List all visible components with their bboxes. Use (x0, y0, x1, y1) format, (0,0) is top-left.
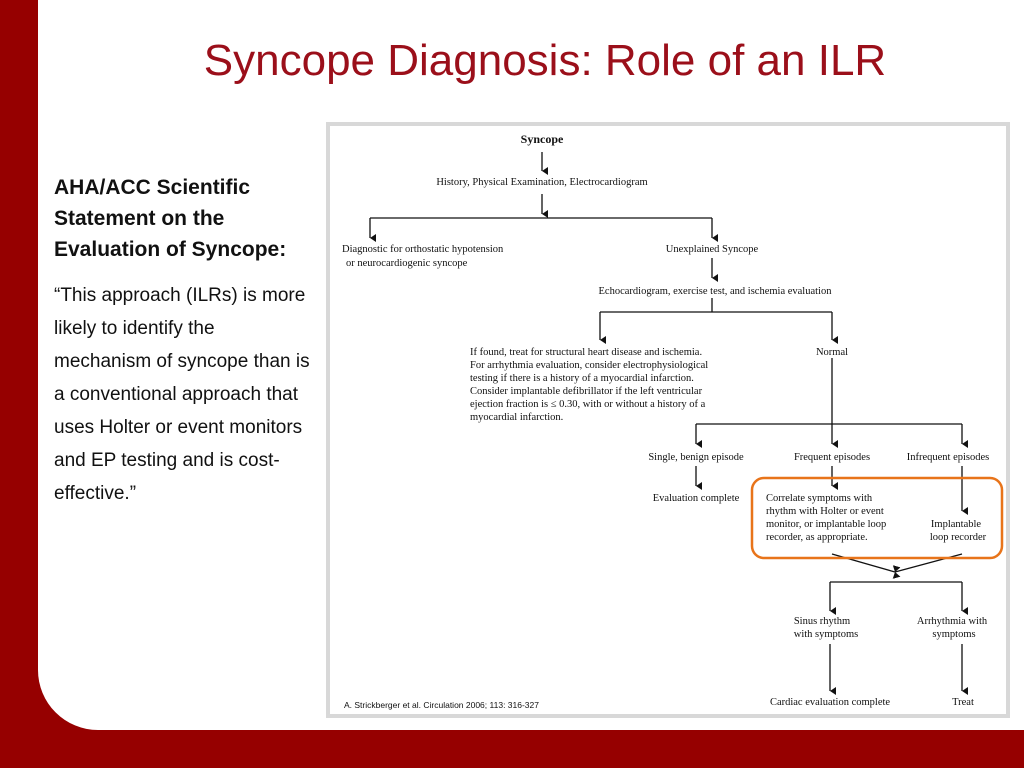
slide-title: Syncope Diagnosis: Role of an ILR (203, 36, 887, 85)
flowchart-canvas: Syncope History, Physical Examination, E… (330, 126, 1006, 714)
statement-heading: AHA/ACC Scientific Statement on the Eval… (54, 176, 287, 261)
node-ilr-line-2: loop recorder (930, 532, 987, 543)
node-correlate-line-3: monitor, or implantable loop (766, 519, 886, 530)
node-if-found-line-2: For arrhythmia evaluation, consider elec… (470, 360, 708, 371)
ilr-highlight-box (750, 476, 1004, 560)
node-treat: Treat (952, 697, 974, 708)
left-text-column: AHA/ACC Scientific Statement on the Eval… (54, 172, 314, 510)
node-echo: Echocardiogram, exercise test, and ische… (599, 286, 833, 297)
node-if-found-line-3: testing if there is a history of a myoca… (470, 373, 694, 384)
arrow-ilr-merge (892, 553, 963, 579)
figure-citation: A. Strickberger et al. Circulation 2006;… (344, 700, 539, 710)
flowchart-connectors (369, 152, 968, 695)
node-syncope: Syncope (521, 132, 564, 146)
node-cardiac-complete: Cardiac evaluation complete (770, 697, 890, 708)
arrow-correlate-merge (831, 553, 901, 573)
node-sinus-line-2: with symptoms (794, 629, 858, 640)
node-arrhythmia-line-2: symptoms (932, 629, 975, 640)
node-sinus-line-1: Sinus rhythm (794, 616, 850, 627)
node-infrequent: Infrequent episodes (907, 452, 990, 463)
node-eval-complete: Evaluation complete (653, 493, 740, 504)
flowchart-svg: Syncope History, Physical Examination, E… (342, 132, 1004, 710)
node-diagnostic-line-2: or neurocardiogenic syncope (346, 258, 468, 269)
node-frequent: Frequent episodes (794, 452, 870, 463)
node-unexplained: Unexplained Syncope (666, 244, 759, 255)
node-correlate-line-4: recorder, as appropriate. (766, 532, 868, 543)
node-ilr-line-1: Implantable (931, 519, 981, 530)
node-if-found-line-1: If found, treat for structural heart dis… (470, 347, 702, 358)
node-if-found-line-4: Consider implantable defibrillator if th… (470, 386, 703, 397)
node-normal: Normal (816, 347, 848, 358)
node-history: History, Physical Examination, Electroca… (436, 177, 647, 188)
node-if-found-line-6: myocardial infarction. (470, 412, 563, 423)
node-single: Single, benign episode (648, 452, 744, 463)
node-correlate-line-1: Correlate symptoms with (766, 493, 873, 504)
node-diagnostic-line-1: Diagnostic for orthostatic hypotension (342, 244, 504, 255)
node-if-found-line-5: ejection fraction is ≤ 0.30, with or wit… (470, 399, 706, 410)
node-arrhythmia-line-1: Arrhythmia with (917, 616, 988, 627)
node-correlate-line-2: rhythm with Holter or event (766, 506, 884, 517)
flowchart-figure: Syncope History, Physical Examination, E… (326, 122, 1010, 718)
statement-quote: “This approach (ILRs) is more likely to … (54, 285, 310, 504)
